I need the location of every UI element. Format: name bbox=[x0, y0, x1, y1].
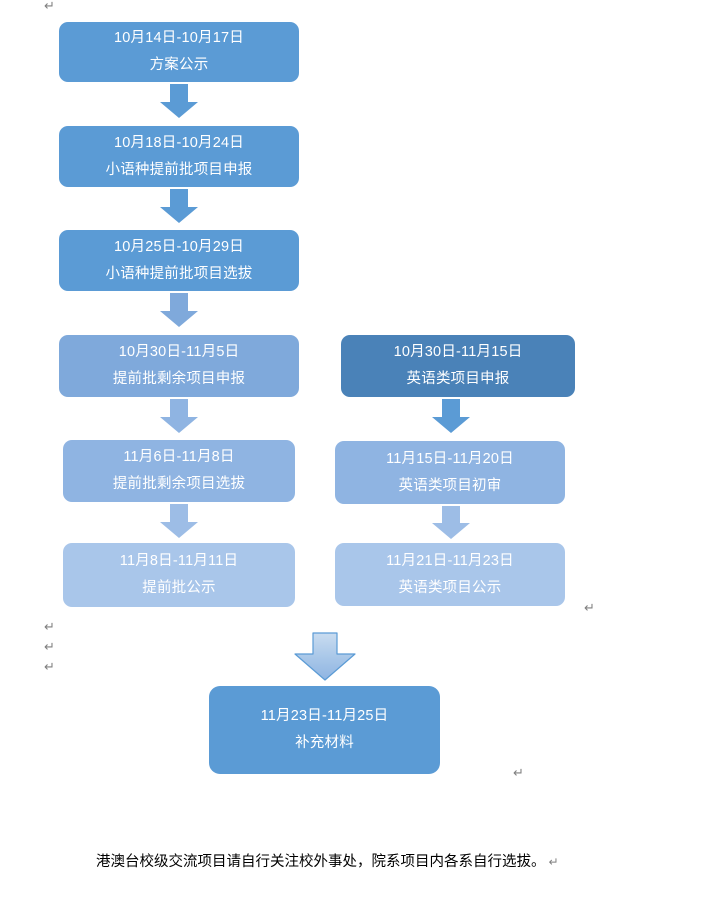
left-step-1-label: 方案公示 bbox=[149, 57, 209, 73]
right-step-1-date: 10月30日-11月15日 bbox=[393, 344, 523, 360]
arrow-left-2-to-3 bbox=[160, 189, 198, 223]
left-step-6-label: 提前批公示 bbox=[142, 580, 216, 596]
footer-note: 港澳台校级交流项目请自行关注校外事处，院系项目内各系自行选拔。↵ bbox=[96, 852, 559, 872]
final-step-date: 11月23日-11月25日 bbox=[260, 708, 389, 724]
paragraph-mark-right-mid: ↵ bbox=[584, 601, 595, 616]
footer-return-mark: ↵ bbox=[548, 855, 559, 869]
paragraph-mark-right-low: ↵ bbox=[513, 766, 524, 781]
right-step-1[interactable]: 10月30日-11月15日 英语类项目申报 bbox=[341, 335, 575, 397]
right-step-2-date: 11月15日-11月20日 bbox=[386, 450, 514, 467]
arrow-left-1-to-2 bbox=[160, 84, 198, 118]
paragraph-mark-left-2: ↵ bbox=[44, 640, 55, 655]
paragraph-mark-left-1: ↵ bbox=[44, 620, 55, 635]
arrow-left-4-to-5 bbox=[160, 399, 198, 433]
left-step-6[interactable]: 11月8日-11月11日 提前批公示 bbox=[63, 543, 295, 607]
right-step-3[interactable]: 11月21日-11月23日 英语类项目公示 bbox=[335, 543, 565, 606]
left-step-1-date: 10月14日-10月17日 bbox=[114, 30, 244, 46]
left-step-4-label: 提前批剩余项目申报 bbox=[112, 371, 246, 387]
left-step-5[interactable]: 11月6日-11月8日 提前批剩余项目选拔 bbox=[63, 440, 295, 502]
left-step-3-date: 10月25日-10月29日 bbox=[114, 238, 244, 255]
left-step-2[interactable]: 10月18日-10月24日 小语种提前批项目申报 bbox=[59, 126, 299, 187]
left-step-6-date: 11月8日-11月11日 bbox=[119, 553, 239, 569]
left-step-5-date: 11月6日-11月8日 bbox=[123, 449, 235, 465]
right-step-1-label: 英语类项目申报 bbox=[406, 371, 510, 387]
right-step-2-label: 英语类项目初审 bbox=[398, 477, 502, 494]
left-step-2-label: 小语种提前批项目申报 bbox=[105, 161, 253, 178]
final-step-label: 补充材料 bbox=[295, 735, 354, 751]
arrow-right-1-to-2 bbox=[432, 399, 470, 433]
right-step-2[interactable]: 11月15日-11月20日 英语类项目初审 bbox=[335, 441, 565, 504]
arrow-right-2-to-3 bbox=[432, 506, 470, 539]
final-step[interactable]: 11月23日-11月25日 补充材料 bbox=[209, 686, 440, 774]
arrow-merge-to-final bbox=[293, 632, 357, 682]
right-step-3-label: 英语类项目公示 bbox=[398, 579, 502, 596]
left-step-5-label: 提前批剩余项目选拔 bbox=[112, 476, 246, 492]
paragraph-mark-left-3: ↵ bbox=[44, 660, 55, 675]
left-step-2-date: 10月18日-10月24日 bbox=[114, 134, 244, 151]
left-step-1[interactable]: 10月14日-10月17日 方案公示 bbox=[59, 22, 299, 82]
paragraph-mark-top: ↵ bbox=[44, 0, 55, 14]
footer-note-text: 港澳台校级交流项目请自行关注校外事处，院系项目内各系自行选拔。 bbox=[96, 854, 546, 870]
left-step-4-date: 10月30日-11月5日 bbox=[118, 344, 240, 360]
left-step-3[interactable]: 10月25日-10月29日 小语种提前批项目选拔 bbox=[59, 230, 299, 291]
left-step-3-label: 小语种提前批项目选拔 bbox=[105, 265, 253, 282]
right-step-3-date: 11月21日-11月23日 bbox=[386, 552, 514, 569]
left-step-4[interactable]: 10月30日-11月5日 提前批剩余项目申报 bbox=[59, 335, 299, 397]
arrow-left-3-to-4 bbox=[160, 293, 198, 327]
arrow-left-5-to-6 bbox=[160, 504, 198, 538]
